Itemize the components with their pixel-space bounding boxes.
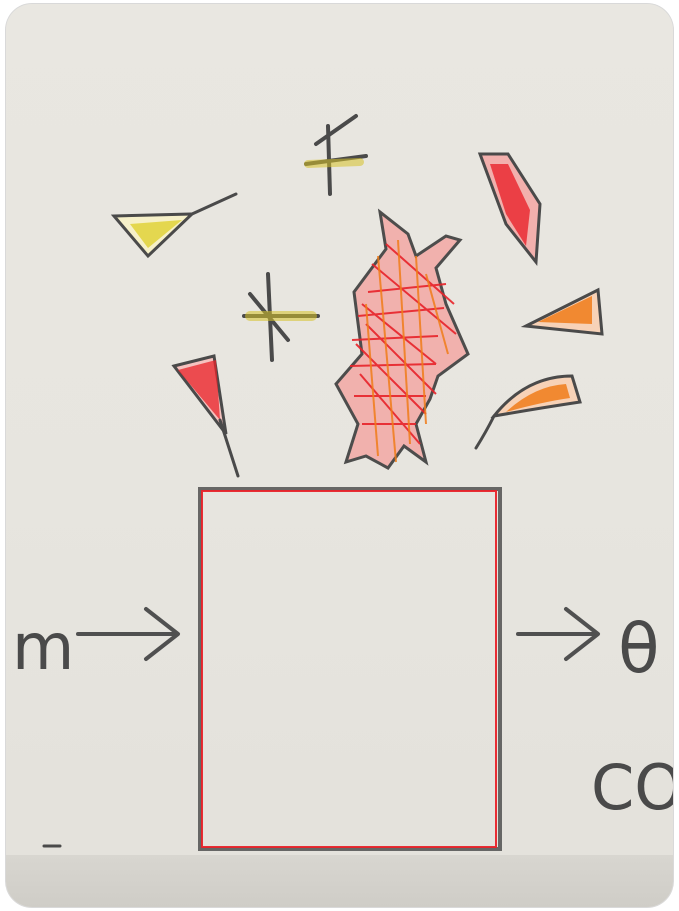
output-label: θ [618,610,660,689]
input-arrow [78,609,178,659]
input-label: m [12,611,74,685]
photo-frame: m θ CO [6,4,673,907]
orange-wedge-right-upper [526,290,602,334]
output-sublabel: CO [591,751,673,824]
yellow-star-middle [244,274,318,360]
red-wedge-left [174,356,238,476]
output-arrow [518,609,598,659]
yellow-star-top [306,116,366,194]
yellow-triangle [114,194,236,256]
orange-swoosh-right-lower [476,376,580,448]
red-wedge-upper-right [480,154,540,262]
process-box [200,489,500,849]
flame-burst [336,212,468,468]
sketch-canvas: m θ CO [6,4,673,907]
